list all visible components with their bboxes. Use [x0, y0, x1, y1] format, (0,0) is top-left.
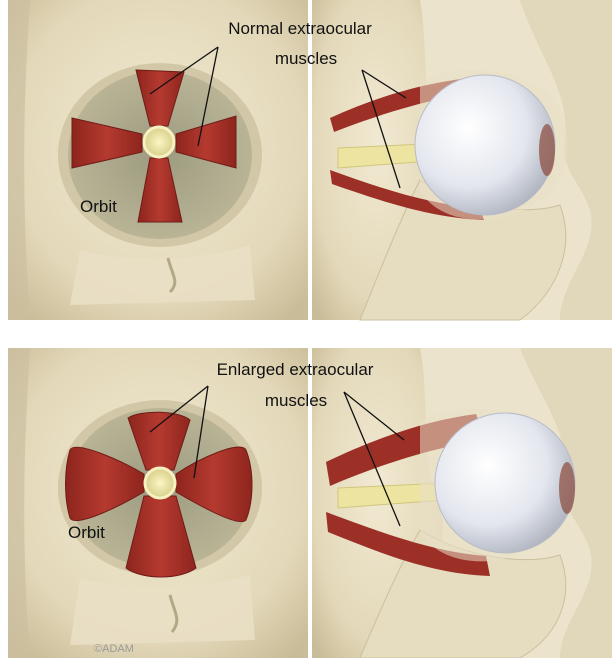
bottom-side-view: [312, 348, 612, 658]
bottom-front-view: [8, 348, 308, 658]
eyeball: [415, 75, 555, 215]
bottom-label-line1: Enlarged extraocular: [217, 360, 374, 379]
top-panel: Normal extraocular muscles Orbit: [8, 0, 612, 320]
top-label-line1: Normal extraocular: [228, 19, 372, 38]
bottom-panel: Enlarged extraocular muscles Orbit ©ADAM: [8, 348, 612, 658]
optic-nerve: [144, 127, 174, 157]
top-front-view: [8, 0, 308, 320]
optic-nerve: [145, 468, 175, 498]
top-orbit-label: Orbit: [80, 197, 117, 216]
top-side-view: [312, 0, 612, 320]
watermark: ©ADAM: [94, 643, 134, 655]
eyeball: [435, 413, 575, 553]
bottom-label-line2: muscles: [265, 391, 327, 410]
panel-separator: [0, 322, 612, 348]
bottom-orbit-label: Orbit: [68, 523, 105, 542]
top-label-line2: muscles: [275, 49, 337, 68]
